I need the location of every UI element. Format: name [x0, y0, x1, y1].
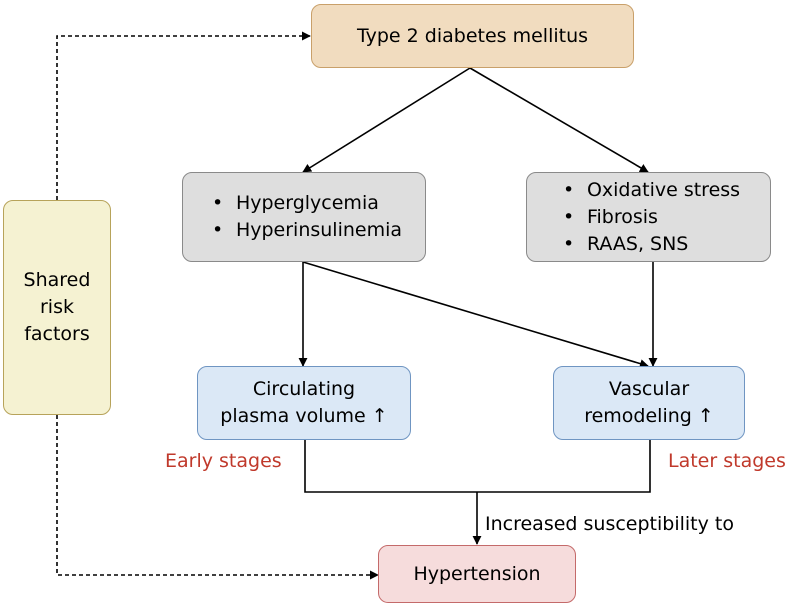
list-item: RAAS, SNS — [557, 231, 740, 258]
type2-diabetes-box: Type 2 diabetes mellitus — [311, 4, 634, 68]
later-stages-label: Later stages — [668, 450, 786, 472]
oxidative-stress-box: Oxidative stress Fibrosis RAAS, SNS — [526, 172, 771, 262]
type2-diabetes-label: Type 2 diabetes mellitus — [356, 24, 589, 47]
plasma-volume-box: Circulating plasma volume ↑ — [197, 366, 411, 440]
list-item: Oxidative stress — [557, 177, 740, 204]
shared-risk-factors-box: Shared risk factors — [3, 200, 111, 415]
hypertension-label: Hypertension — [413, 562, 541, 585]
dashed-to-t2dm — [56, 31, 311, 200]
plasma-volume-line2: plasma volume ↑ — [220, 405, 388, 427]
arrow-t2dm-to-right — [469, 67, 649, 173]
early-stages-label: Early stages — [165, 450, 282, 472]
hypertension-box: Hypertension — [378, 545, 576, 603]
vascular-remodeling-line2: remodeling ↑ — [584, 405, 714, 427]
vascular-remodeling-line1: Vascular — [608, 378, 690, 400]
left-mechanism-list: Hyperglycemia Hyperinsulinemia — [206, 190, 402, 244]
shared-risk-line1: Shared — [23, 269, 91, 291]
list-item: Fibrosis — [557, 204, 740, 231]
right-mechanism-list: Oxidative stress Fibrosis RAAS, SNS — [557, 177, 740, 258]
hyperglycemia-box: Hyperglycemia Hyperinsulinemia — [182, 172, 426, 262]
arrow-left-to-vascular — [302, 261, 649, 368]
arrow-t2dm-to-left — [302, 67, 471, 173]
merge-line — [304, 440, 651, 493]
vascular-remodeling-box: Vascular remodeling ↑ — [553, 366, 745, 440]
shared-risk-line3: factors — [24, 323, 90, 345]
shared-risk-line2: risk — [39, 296, 74, 318]
increased-susceptibility-label: Increased susceptibility to — [485, 513, 734, 535]
list-item: Hyperinsulinemia — [206, 217, 402, 244]
plasma-volume-line1: Circulating — [252, 378, 356, 400]
dashed-to-hypertension — [56, 415, 379, 580]
list-item: Hyperglycemia — [206, 190, 402, 217]
